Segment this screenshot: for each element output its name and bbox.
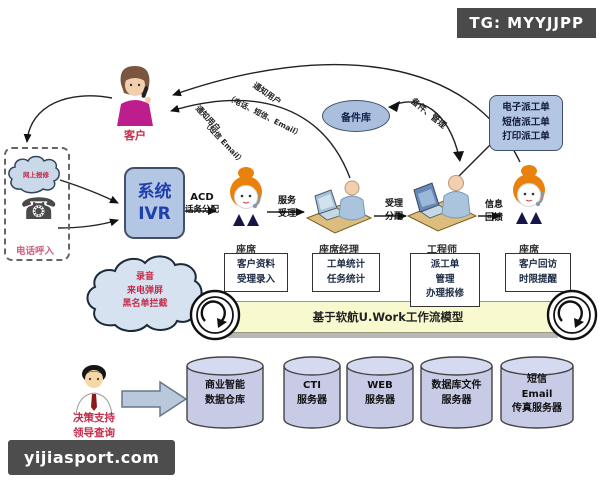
agent1-illustration bbox=[222, 164, 270, 238]
work-orders-box: 电子派工单 短信派工单 打印派工单 bbox=[489, 95, 563, 152]
telephone-icon: ☎ bbox=[20, 192, 58, 227]
manager-illustration bbox=[305, 176, 373, 238]
engineer-task1: 派工单 bbox=[430, 259, 460, 270]
features-cloud: 录音 来电弹屏 黑名单拦截 bbox=[85, 253, 205, 339]
work-order-print: 打印派工单 bbox=[502, 131, 550, 143]
customer-icon bbox=[117, 66, 153, 126]
server-label: 服务器 bbox=[297, 394, 327, 406]
ivr-line1: 系统 bbox=[137, 181, 172, 202]
engineer-taskbox: 派工单 管理 办理报修 bbox=[410, 253, 480, 308]
info-feedback-label: 信息 回馈 bbox=[484, 200, 503, 223]
server-bi-warehouse: 商业智能数据仓库 bbox=[186, 355, 264, 435]
edge-customer-to-phone-entry bbox=[23, 95, 113, 143]
edge-spareparts-engineer bbox=[391, 101, 460, 158]
block-arrow-decision-to-warehouse bbox=[121, 380, 188, 418]
server-cti: CTI 服务器 bbox=[283, 355, 341, 435]
manager-taskbox: 工单统计 任务统计 bbox=[312, 253, 380, 293]
agent-icon bbox=[230, 167, 262, 226]
server-web: WEB 服务器 bbox=[346, 355, 414, 435]
agent2-illustration bbox=[505, 162, 553, 236]
feature-popup: 来电弹屏 bbox=[126, 285, 163, 296]
workflow-banner: 基于软航U.Work工作流模型 bbox=[222, 301, 554, 333]
feature-blacklist: 黑名单拦截 bbox=[122, 299, 168, 309]
spare-parts-ellipse: 备件库 bbox=[322, 100, 390, 132]
engineer-title: 工程师 bbox=[427, 245, 457, 256]
edge-phone-to-ivr bbox=[57, 218, 119, 229]
manager-desk-icon bbox=[305, 180, 373, 234]
server-label: 商业智能 bbox=[205, 380, 245, 391]
phone-entry-label: 电话呼入 bbox=[15, 246, 54, 257]
loop-icon-left bbox=[188, 288, 242, 346]
server-sms-email-fax: 短信 Email 传真服务器 bbox=[500, 355, 574, 435]
agent2-taskbox: 客户回访 时限提醒 bbox=[505, 253, 571, 293]
customer-illustration bbox=[105, 62, 165, 130]
customer-label: 客户 bbox=[124, 129, 146, 142]
loop-icon-right bbox=[545, 288, 599, 346]
decision-person-illustration bbox=[70, 363, 118, 419]
engineer-illustration bbox=[406, 170, 478, 236]
server-label: 服务器 bbox=[441, 394, 472, 406]
refresh-loop-icon bbox=[546, 289, 598, 341]
edge-webrepair-to-ivr bbox=[59, 179, 119, 204]
server-label: 数据仓库 bbox=[205, 394, 245, 406]
ivr-system-box: 系统 IVR bbox=[124, 167, 185, 239]
arrowhead-into-spareparts bbox=[388, 101, 400, 112]
server-database-file: 数据库文件服务器 bbox=[420, 355, 493, 435]
agent2-task2: 时限提醒 bbox=[518, 273, 557, 285]
manager-title: 座席经理 bbox=[319, 245, 359, 256]
server-label: 传真服务器 bbox=[512, 403, 562, 414]
server-label: Email bbox=[521, 388, 553, 400]
phone-entry-box: 网上报修 ☎ 电话呼入 bbox=[4, 147, 70, 261]
person-icon bbox=[75, 365, 113, 416]
manager-task1: 工单统计 bbox=[326, 259, 365, 270]
agent1-task2: 受理录入 bbox=[236, 273, 275, 285]
web-repair-cloud-icon bbox=[8, 155, 60, 194]
decision-label2: 领导查询 bbox=[73, 427, 115, 440]
agent1-taskbox: 客户资料 受理录入 bbox=[224, 253, 288, 293]
server-label: 数据库文件 bbox=[431, 380, 482, 391]
edge-notify-sms-email bbox=[170, 99, 351, 179]
server-label: 服务器 bbox=[365, 394, 395, 406]
engineer-task2: 管理 bbox=[435, 273, 455, 285]
ivr-line2: IVR bbox=[138, 204, 171, 224]
engineer-task3: 办理报修 bbox=[425, 288, 464, 300]
work-order-electronic: 电子派工单 bbox=[502, 102, 550, 113]
server-label: CTI bbox=[303, 380, 321, 391]
accept-assign-label: 受理 分配 bbox=[384, 199, 403, 222]
service-accept-label: 服务 受理 bbox=[277, 196, 296, 219]
server-label: 短信 bbox=[527, 374, 547, 385]
agent-icon bbox=[513, 165, 545, 224]
acd-label: ACD 话务分配 bbox=[184, 192, 219, 215]
watermark: yijiasport.com bbox=[8, 440, 176, 475]
tg-badge: TG: MYYJJPP bbox=[457, 8, 596, 38]
agent1-task1: 客户资料 bbox=[236, 259, 275, 270]
agent1-title: 座席 bbox=[236, 245, 256, 256]
arrowhead-into-engineer bbox=[453, 151, 464, 162]
manager-task2: 任务统计 bbox=[326, 273, 365, 285]
work-order-sms: 短信派工单 bbox=[502, 116, 550, 128]
engineer-desk-icon bbox=[406, 175, 478, 232]
feature-recording: 录音 bbox=[135, 272, 154, 282]
edge-workorders-to-engineer bbox=[458, 142, 493, 177]
server-label: WEB bbox=[367, 380, 393, 391]
agent2-title: 座席 bbox=[519, 245, 539, 256]
refresh-loop-icon bbox=[189, 289, 241, 341]
cloud-icon bbox=[86, 255, 203, 332]
web-repair-label: 网上报修 bbox=[23, 171, 49, 179]
decision-label1: 决策支持 bbox=[73, 412, 115, 424]
agent2-task1: 客户回访 bbox=[518, 259, 557, 270]
